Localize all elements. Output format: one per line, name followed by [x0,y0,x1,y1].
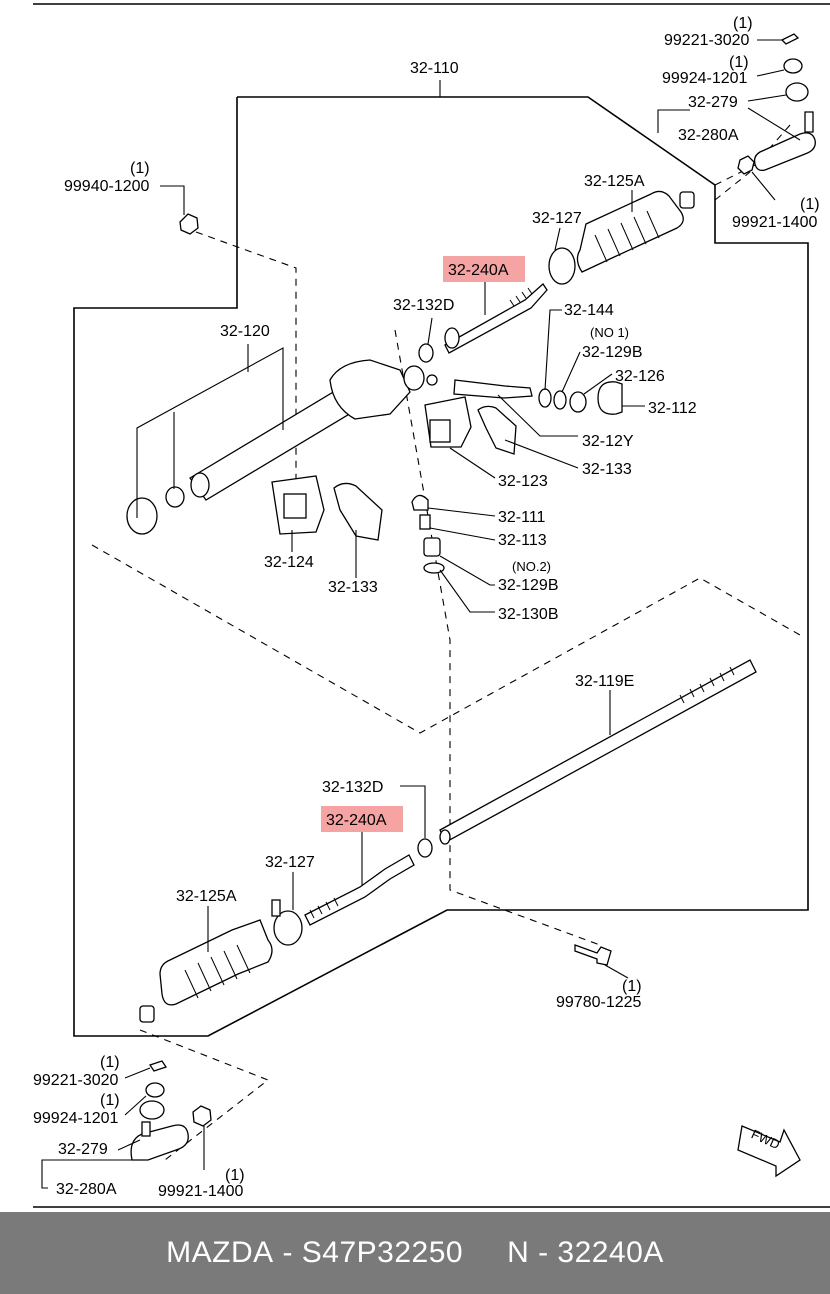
label-32-280a-bottom: 32-280A [56,1181,117,1198]
label-32-279-bottom: 32-279 [58,1141,108,1158]
label-32-279-top: 32-279 [688,94,738,111]
label-32-132d-top: 32-132D [393,297,454,314]
bushing-small [165,486,185,508]
label-32-12y: 32-12Y [582,433,634,450]
oem-label: N - 32240A [507,1236,664,1269]
boot-top [576,190,684,273]
washer-32-130b [423,562,445,574]
spring-32-113 [419,514,431,530]
lock-washer-bottom [417,838,433,858]
label-32-112: 32-112 [648,400,697,417]
separator: - [273,1236,302,1269]
label-99924-1201-top: 99924-1201 [662,70,748,87]
label-no2: (NO.2) [512,559,551,574]
boot-bottom [159,919,273,1006]
tie-rod-end-top [753,132,816,172]
label-32-119e: 32-119E [575,673,634,690]
cotter-pin-top [780,33,800,45]
part-info-footer: MAZDA - S47P32250 N - 32240A [0,1212,830,1294]
label-32-144: 32-144 [564,302,614,319]
label-32-132d-bottom: 32-132D [322,779,383,796]
shim-32-129b [553,390,567,410]
label-32-126: 32-126 [615,368,665,385]
label-99921-1400-top: 99921-1400 [732,214,818,231]
boot-clamp-top [548,247,576,285]
label-32-113: 32-113 [498,532,547,549]
label-99221-3020-bottom: 99221-3020 [33,1072,119,1089]
nut-bottom [145,1082,165,1098]
label-no1: (NO 1) [590,325,629,340]
dashed-guide-3 [394,329,601,946]
adjust-screw [423,537,441,557]
ball-stud-top [804,111,814,133]
brand-name: MAZDA [166,1236,274,1269]
label-32-125a-top: 32-125A [584,173,645,190]
lock-nut-bottom [192,1105,212,1127]
bracket-32-133-right [477,405,517,455]
label-32-125a-bottom: 32-125A [176,888,237,905]
highlight-top [443,256,525,282]
label-32-127-bottom: 32-127 [265,854,315,871]
label-32-130b: 32-130B [498,606,559,623]
dashed-guide-5 [139,1029,270,1161]
pinion-32-12y [453,379,533,399]
qty-label: (1) [733,15,753,32]
spring-32-126 [569,391,587,413]
label-32-127-top: 32-127 [532,210,582,227]
fwd-arrow-icon [737,1125,801,1178]
qty-label: (1) [100,1054,120,1071]
label-32-240a-bottom: 32-240A [326,812,387,829]
washer-32-144 [538,388,552,408]
lock-washer-top [418,343,434,363]
bushing-large [126,497,158,535]
tie-rod-top [444,283,548,354]
tie-rod-end-bottom [130,1124,189,1161]
boot-clamp-bottom [273,910,303,946]
label-32-124: 32-124 [264,554,314,571]
dashed-guide-1 [91,544,801,734]
lock-nut-top [737,155,755,175]
label-32-111: 32-111 [498,509,546,526]
label-32-133-left: 32-133 [328,579,378,596]
plunger-32-111 [411,494,429,511]
steering-rack-exploded-diagram: 32-110 (1) 99221-3020 (1) 99924-1201 32-… [33,3,830,1208]
label-99924-1201-bottom: 99924-1201 [33,1110,119,1127]
label-99921-1400-bottom: 99921-1400 [158,1183,244,1200]
cotter-pin-bottom [148,1060,168,1072]
qty-label: (1) [622,978,642,995]
label-32-129b-bottom: 32-129B [498,577,559,594]
label-32-110: 32-110 [410,60,459,77]
assembly-outline [73,96,809,1037]
boot-clip-bottom [139,1005,155,1023]
label-99780-1225: 99780-1225 [556,994,642,1011]
boot-clip-top [679,191,695,209]
label-32-120: 32-120 [220,323,270,340]
label-32-133-right: 32-133 [582,461,632,478]
part-number: S47P32250 [301,1236,464,1269]
bracket-32-133-left [333,482,383,541]
qty-label: (1) [225,1167,245,1184]
label-99940-1200: 99940-1200 [64,178,150,195]
label-32-123: 32-123 [498,473,548,490]
nut-99940 [179,213,199,235]
label-99221-3020-top: 99221-3020 [664,32,750,49]
label-32-280a-top: 32-280A [678,127,739,144]
tie-rod-bottom [304,854,415,926]
cap-32-112 [597,381,623,415]
qty-label: (1) [130,160,150,177]
nut-top [783,58,803,74]
qty-label: (1) [100,1092,120,1109]
highlight-bottom [321,806,403,832]
qty-label: (1) [729,54,749,71]
boot-kit-top [785,82,809,102]
label-32-240a-top: 32-240A [448,262,509,279]
label-32-129b-top: 32-129B [582,344,643,361]
qty-label: (1) [800,196,820,213]
housing-body [329,359,411,420]
bolt-99780 [574,944,612,966]
boot-kit-bottom [139,1100,165,1120]
